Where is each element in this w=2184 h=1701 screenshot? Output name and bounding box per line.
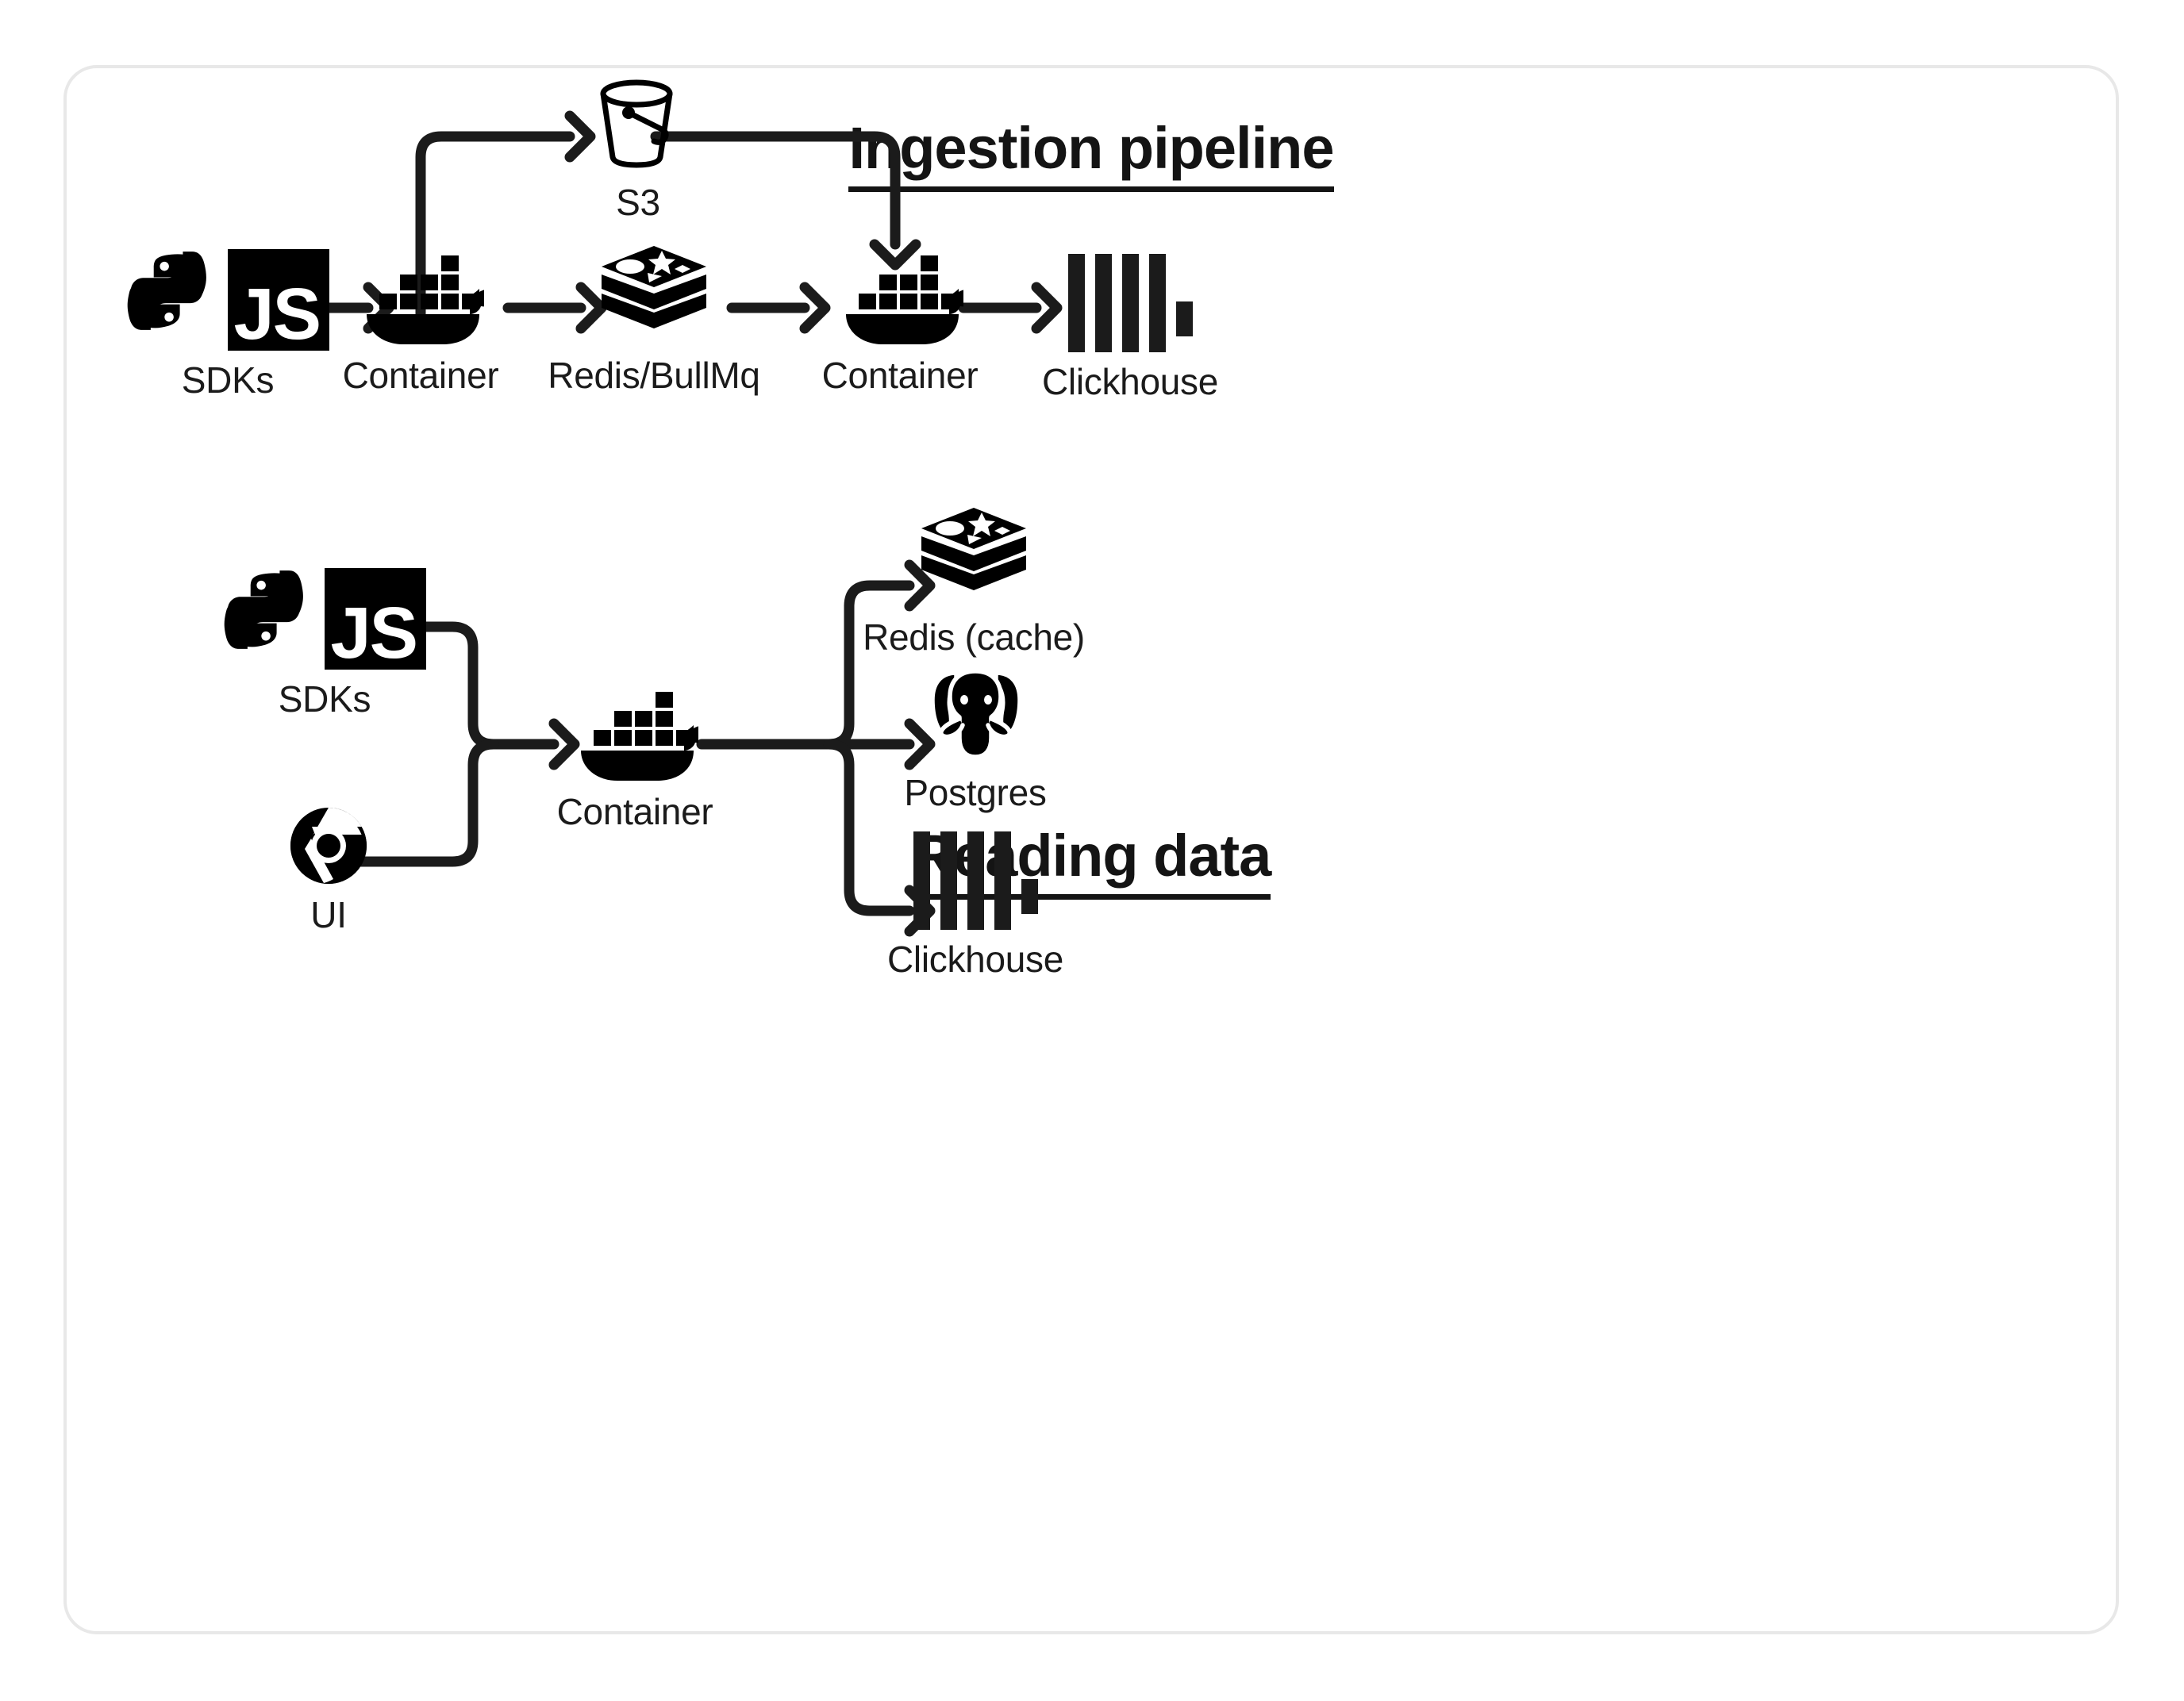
node-ui[interactable]: UI bbox=[267, 806, 390, 936]
clickhouse-bar bbox=[1121, 254, 1139, 352]
node-container-3[interactable]: Container bbox=[557, 689, 713, 833]
clickhouse-bars-icon bbox=[1067, 254, 1193, 352]
javascript-icon: JS bbox=[228, 249, 329, 351]
clickhouse-bar bbox=[1067, 254, 1085, 352]
postgres-elephant-icon bbox=[925, 662, 1026, 763]
edge-layer bbox=[290, 68, 2119, 1634]
docker-whale-glyph bbox=[581, 692, 698, 781]
edge-redis-to-container-2 bbox=[726, 287, 825, 328]
node-label-container-1: Container bbox=[342, 355, 499, 396]
edge-container-1-to-redis bbox=[502, 287, 602, 328]
edge-fanout-from-container-3 bbox=[696, 565, 930, 931]
node-label-sdks-1: SDKs bbox=[181, 359, 275, 401]
node-sdks-2[interactable]: JS SDKs bbox=[224, 568, 426, 720]
clickhouse-bar bbox=[940, 831, 957, 930]
node-label-ui: UI bbox=[310, 894, 347, 935]
redis-stack-glyph bbox=[921, 508, 1026, 590]
chrome-browser-icon bbox=[289, 806, 368, 885]
edge-container-2-to-clickhouse bbox=[958, 287, 1057, 328]
node-label-redis-bullmq: Redis/BullMq bbox=[548, 355, 760, 396]
docker-whale-icon bbox=[836, 252, 963, 346]
javascript-icon: JS bbox=[325, 568, 426, 670]
s3-bucket-glyph bbox=[600, 79, 673, 168]
edge-container-1-to-s3 bbox=[415, 116, 590, 332]
docker-whale-icon bbox=[571, 689, 698, 782]
node-clickhouse-2[interactable]: Clickhouse bbox=[884, 831, 1067, 981]
js-logo-text: JS bbox=[233, 273, 321, 355]
clickhouse-bar bbox=[913, 831, 930, 930]
redis-stack-glyph bbox=[602, 246, 706, 328]
section-title-ingestion-text: Ingestion pipeline bbox=[848, 114, 1335, 192]
edge-s3-to-container-2 bbox=[650, 131, 916, 265]
diagram-stage: Ingestion pipeline Reading data bbox=[67, 68, 2116, 1631]
s3-bucket-icon bbox=[592, 75, 684, 173]
clickhouse-dot bbox=[1021, 879, 1038, 914]
redis-stack-icon bbox=[600, 244, 708, 346]
node-container-2[interactable]: Container bbox=[822, 252, 979, 397]
docker-whale-icon bbox=[357, 252, 484, 346]
python-icon bbox=[127, 252, 206, 330]
clickhouse-bars-icon bbox=[913, 831, 1038, 930]
node-label-s3: S3 bbox=[616, 182, 660, 223]
clickhouse-dot bbox=[1175, 301, 1193, 336]
python-js-sdk-icon: JS bbox=[223, 568, 426, 670]
node-s3[interactable]: S3 bbox=[575, 75, 702, 224]
node-label-redis-cache: Redis (cache) bbox=[863, 616, 1085, 658]
diagram-card: Ingestion pipeline Reading data bbox=[63, 65, 2119, 1634]
node-label-container-3: Container bbox=[556, 791, 713, 832]
node-redis-bullmq[interactable]: Redis/BullMq bbox=[548, 244, 760, 397]
docker-whale-glyph bbox=[846, 255, 963, 344]
node-label-clickhouse-1: Clickhouse bbox=[1042, 361, 1218, 402]
clickhouse-bar bbox=[994, 831, 1011, 930]
js-logo-text: JS bbox=[330, 592, 418, 674]
node-postgres[interactable]: Postgres bbox=[884, 662, 1067, 814]
node-label-postgres: Postgres bbox=[904, 772, 1047, 813]
node-label-sdks-2: SDKs bbox=[278, 678, 371, 720]
clickhouse-bar bbox=[1148, 254, 1166, 352]
postgres-elephant-glyph bbox=[930, 669, 1022, 759]
redis-stack-icon bbox=[920, 506, 1028, 608]
python-icon bbox=[224, 570, 303, 649]
node-clickhouse-1[interactable]: Clickhouse bbox=[1042, 254, 1218, 403]
python-js-sdk-icon: JS bbox=[126, 249, 329, 351]
node-container-1[interactable]: Container bbox=[343, 252, 499, 397]
node-redis-cache[interactable]: Redis (cache) bbox=[863, 506, 1085, 659]
node-sdks-1[interactable]: JS SDKs bbox=[127, 249, 329, 401]
section-title-ingestion: Ingestion pipeline bbox=[67, 114, 2116, 192]
clickhouse-bar bbox=[967, 831, 984, 930]
chrome-glyph bbox=[290, 808, 367, 884]
node-label-clickhouse-2: Clickhouse bbox=[887, 939, 1063, 980]
clickhouse-bar bbox=[1094, 254, 1112, 352]
node-label-container-2: Container bbox=[821, 355, 979, 396]
edge-merge-into-container-3 bbox=[323, 621, 575, 867]
docker-whale-glyph bbox=[367, 255, 484, 344]
